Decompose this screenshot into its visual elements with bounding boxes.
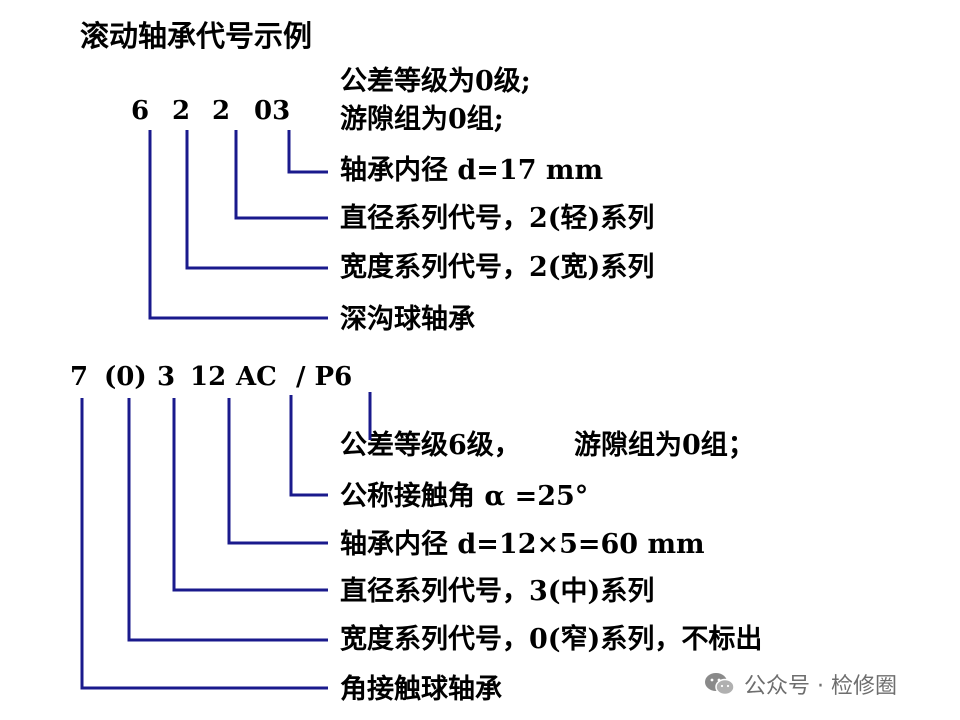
code2-width: (0) — [104, 362, 147, 392]
leader2-contact-angle — [289, 395, 328, 497]
note1-clearance: 游隙组为0组; — [340, 104, 504, 135]
watermark: 公众号 · 检修圈 — [704, 668, 897, 700]
note1-tolerance: 公差等级为0级; — [340, 66, 531, 97]
code1-width: 2 — [172, 96, 191, 126]
code2-type: 7 — [70, 362, 89, 392]
code2-tolerance: / P6 — [296, 362, 353, 392]
label2-contact-angle: 公称接触角 α =25° — [340, 481, 589, 512]
wechat-icon — [705, 673, 735, 696]
code1-type: 6 — [131, 96, 150, 126]
label1-bore: 轴承内径 d=17 mm — [340, 155, 604, 186]
leader2-bore — [227, 398, 328, 545]
leader1-type — [148, 130, 328, 320]
label2-bore: 轴承内径 d=12×5=60 mm — [340, 529, 705, 560]
label2-diameter-series: 直径系列代号，3(中)系列 — [340, 576, 655, 607]
label1-type: 深沟球轴承 — [340, 304, 475, 335]
watermark-text: 公众号 · 检修圈 — [744, 674, 897, 699]
code1-diameter: 2 — [212, 96, 231, 126]
code2-diameter: 3 — [157, 362, 176, 392]
leader1-width-series — [185, 130, 328, 270]
label1-diameter-series: 直径系列代号，2(轻)系列 — [340, 203, 655, 234]
leader1-diameter-series — [234, 130, 328, 220]
leader2-type — [80, 398, 328, 690]
leader2-width-series — [127, 398, 328, 642]
code1-bore: 03 — [254, 96, 291, 126]
label2-clearance: 游隙组为0组； — [574, 430, 755, 461]
label2-width-series: 宽度系列代号，0(窄)系列，不标出 — [340, 624, 763, 655]
leader2-diameter-series — [172, 398, 328, 592]
diagram-title: 滚动轴承代号示例 — [80, 19, 313, 53]
code2-bore: 12 — [190, 362, 227, 392]
leader1-bore — [287, 130, 328, 174]
label1-width-series: 宽度系列代号，2(宽)系列 — [340, 252, 655, 283]
label2-type: 角接触球轴承 — [340, 674, 502, 705]
code2-angle: AC — [236, 362, 277, 392]
